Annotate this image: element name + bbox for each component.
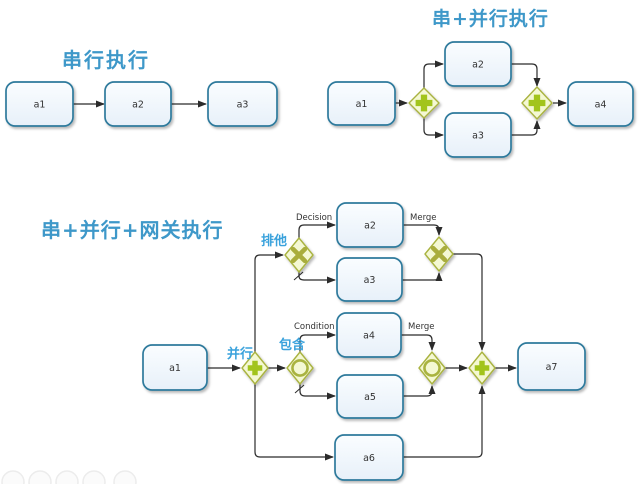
flow-arrow [254, 384, 334, 461]
task-node-label: a2 [132, 100, 144, 111]
gateway-s3-exclusive-join [424, 236, 454, 272]
task-node-rect [5, 81, 74, 127]
flow-label: Merge [410, 213, 437, 223]
faint-toolbar-icon [28, 470, 52, 484]
default-flow-tick [293, 271, 304, 281]
task-node-label: a7 [546, 362, 558, 373]
plus-icon [415, 94, 433, 112]
gateway-s3-parallel-join [468, 351, 496, 385]
task-node-rect [517, 342, 586, 391]
task-node-s2-a2: a2 [444, 41, 512, 87]
x-icon [290, 246, 308, 264]
task-node-label: a1 [356, 99, 368, 110]
flow-arrow [423, 60, 444, 88]
default-flow-tick [294, 384, 305, 394]
gateway-diamond [418, 351, 446, 385]
gateway-diamond [286, 351, 314, 385]
gateway-s2-parallel-join [521, 86, 553, 120]
gateway-s3-exclusive-split [284, 237, 314, 273]
task-node-label: a6 [363, 453, 375, 464]
flow-arrow [403, 224, 443, 236]
task-node-s3-a1: a1 [142, 344, 208, 391]
flow-arrow [403, 385, 436, 397]
task-node-s3-a4: a4 [336, 312, 402, 358]
gateway-s2-parallel-split [408, 87, 440, 119]
gateway-s3-inclusive-split [286, 351, 314, 385]
section-title-serial-parallel-gateway: 串+并行+网关执行 [41, 218, 224, 242]
task-node-label: a1 [169, 363, 181, 374]
x-icon [430, 245, 448, 263]
flow-label: Condition [294, 322, 335, 332]
faint-toolbar-icon [113, 470, 137, 484]
task-node-s2-a3: a3 [444, 112, 512, 158]
task-node-s1-a2: a2 [104, 81, 172, 127]
task-node-s3-a6: a6 [334, 434, 404, 481]
gateway-type-label: 排他 [261, 233, 287, 249]
task-node-rect [444, 41, 512, 87]
task-node-rect [336, 202, 404, 248]
task-node-s3-a5: a5 [336, 374, 404, 419]
task-node-rect [336, 374, 404, 419]
flow-arrow [299, 384, 336, 400]
circle-icon [423, 359, 441, 377]
faint-toolbar-icon [82, 470, 106, 484]
gateway-type-label: 包含 [279, 337, 306, 353]
task-node-s2-a1: a1 [327, 81, 396, 126]
task-node-label: a2 [364, 221, 376, 232]
task-node-s1-a1: a1 [5, 81, 74, 127]
task-node-rect [567, 81, 634, 127]
task-node-label: a4 [363, 331, 375, 342]
task-node-rect [327, 81, 396, 126]
flow-arrow [402, 272, 443, 281]
task-node-rect [334, 434, 404, 481]
task-node-label: a5 [364, 392, 376, 403]
flow-arrow [299, 331, 336, 352]
flow-label: Merge [408, 322, 435, 332]
circle-icon [291, 359, 309, 377]
flow-arrow [254, 251, 284, 352]
flow-arrow [298, 221, 336, 238]
task-node-label: a2 [472, 60, 484, 71]
flow-arrow [298, 272, 336, 284]
plus-icon [474, 360, 490, 376]
task-node-rect [444, 112, 512, 158]
task-node-rect [104, 81, 172, 127]
plus-icon [247, 360, 263, 376]
task-node-rect [142, 344, 208, 391]
flow-arrow [511, 120, 541, 136]
task-node-label: a3 [472, 131, 484, 142]
plus-icon [528, 94, 546, 112]
task-node-s1-a3: a3 [207, 81, 278, 127]
section-title-serial: 串行执行 [62, 48, 150, 72]
faint-toolbar-icon [55, 470, 79, 484]
task-node-rect [336, 257, 403, 302]
flow-arrow [401, 334, 436, 351]
flow-arrow [403, 385, 486, 458]
gateway-type-label: 并行 [227, 346, 253, 362]
section-title-serial-parallel: 串+并行执行 [432, 8, 549, 30]
task-node-s2-a4: a4 [567, 81, 634, 127]
task-node-label: a4 [595, 100, 607, 111]
flow-arrow [453, 253, 486, 351]
flow-arrow [423, 118, 444, 139]
task-node-label: a3 [364, 275, 376, 286]
task-node-s3-a3: a3 [336, 257, 403, 302]
gateway-s3-parallel-split [241, 351, 269, 385]
task-node-rect [207, 81, 278, 127]
task-node-rect [336, 312, 402, 358]
task-node-label: a3 [237, 100, 249, 111]
flow-label: Decision [296, 213, 332, 223]
task-node-s3-a7: a7 [517, 342, 586, 391]
faint-toolbar-icon [1, 470, 25, 484]
flow-arrow [511, 63, 541, 87]
gateway-s3-inclusive-join [418, 351, 446, 385]
task-node-s3-a2: a2 [336, 202, 404, 248]
task-node-label: a1 [34, 100, 46, 111]
